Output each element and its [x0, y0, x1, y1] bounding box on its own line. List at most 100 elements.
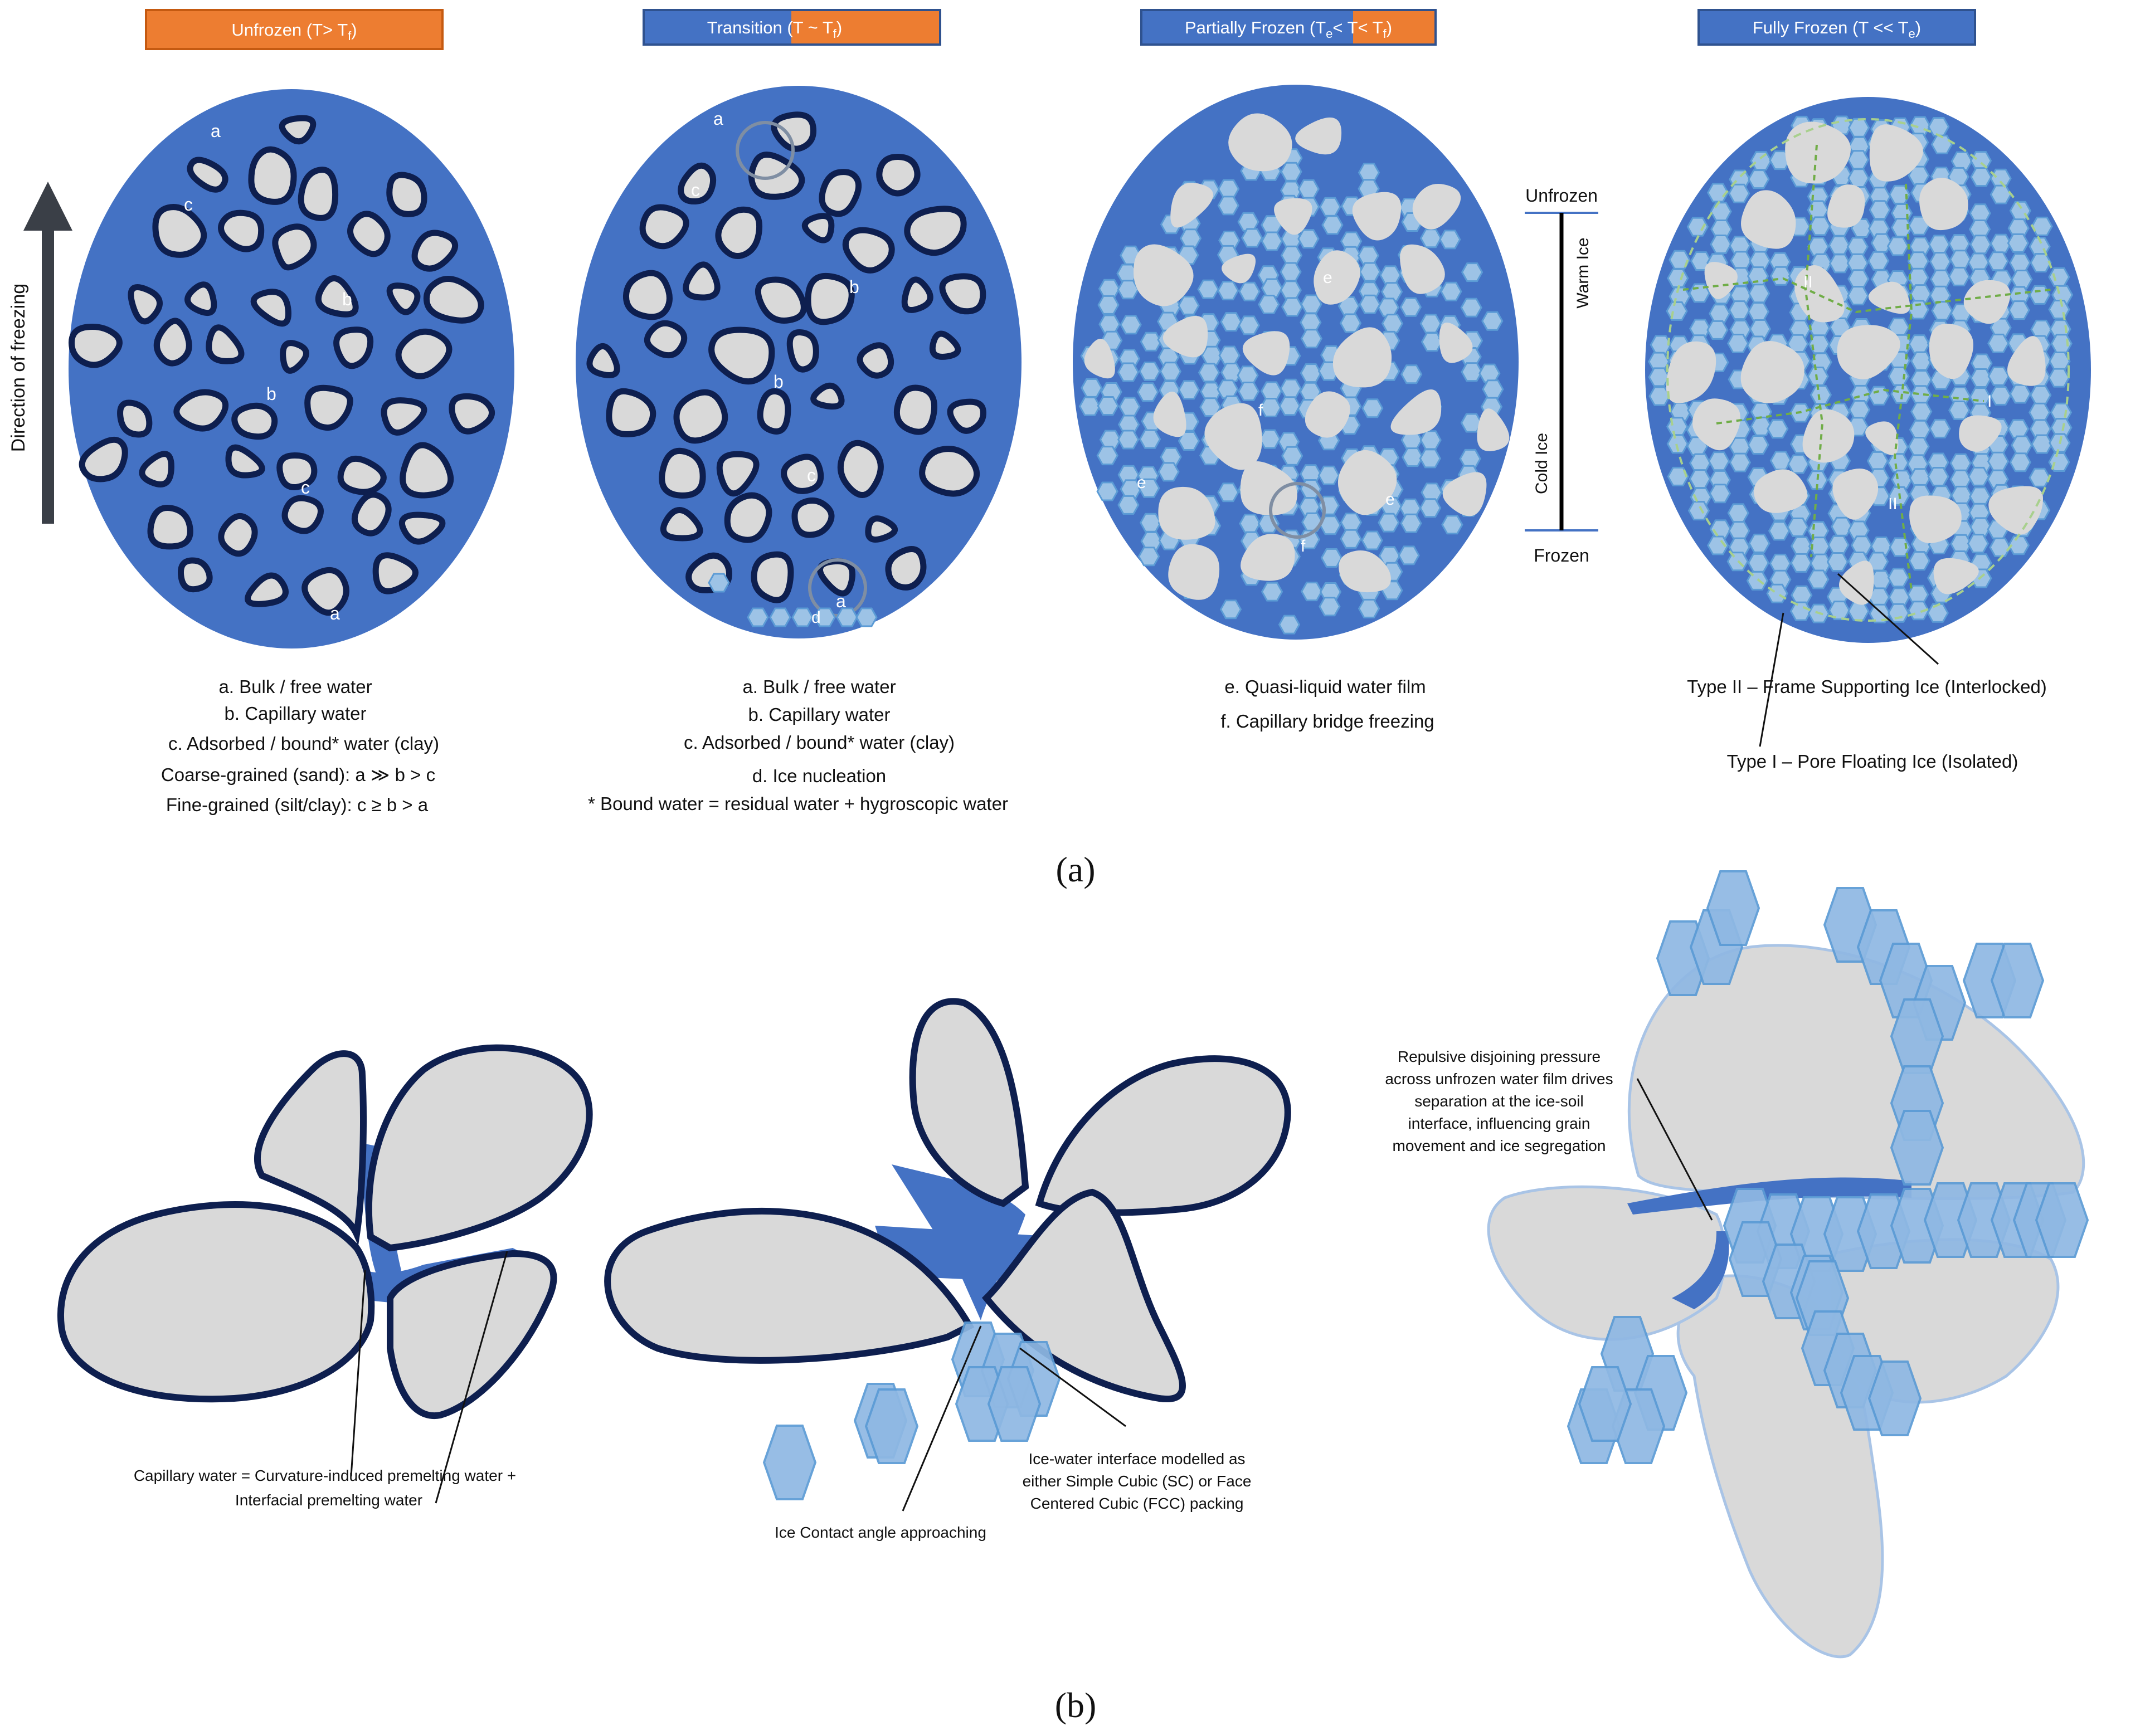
- svg-text:b. Capillary water: b. Capillary water: [748, 704, 891, 725]
- svg-text:a: a: [211, 121, 221, 141]
- svg-text:Type II – Frame Supporting Ice: Type II – Frame Supporting Ice (Interloc…: [1687, 676, 2047, 697]
- legend-partially-frozen: e. Quasi-liquid water film f. Capillary …: [1220, 676, 1434, 732]
- ice-crystal: [1079, 396, 1101, 416]
- soil-grain: [857, 342, 894, 379]
- ice-crystal: [1220, 599, 1242, 620]
- ice-crystal: [1908, 551, 1930, 571]
- ice-crystal: [1867, 451, 1889, 471]
- svg-text:d: d: [811, 608, 821, 627]
- ice-crystal: [1359, 294, 1381, 314]
- ice-crystal: [1096, 446, 1118, 466]
- soil-grain: [1704, 262, 1738, 299]
- soil-grain: [1241, 534, 1295, 581]
- ice-crystal: [1239, 514, 1261, 534]
- soil-grain: [173, 389, 228, 432]
- ice-crystal: [1259, 398, 1282, 417]
- soil-grain: [1692, 398, 1740, 451]
- soil-grain: [919, 446, 980, 497]
- soil-grain: [660, 507, 703, 542]
- soil-grain: [791, 497, 835, 538]
- ice-crystal: [1238, 315, 1260, 335]
- soil-grain: [1153, 391, 1186, 437]
- svg-text:f: f: [1258, 401, 1263, 420]
- ice-crystal: [1851, 535, 1872, 555]
- ice-crystal: [1217, 482, 1239, 503]
- ice-crystal: [1929, 252, 1952, 272]
- soil-grain: [1204, 403, 1262, 470]
- soil-grain: [206, 324, 245, 364]
- ice-crystal: [1747, 553, 1769, 573]
- soil-grain: [1827, 184, 1865, 228]
- ice-crystal: [1280, 378, 1302, 398]
- ice-crystal: [1770, 266, 1792, 286]
- svg-text:b. Capillary water: b. Capillary water: [225, 703, 367, 724]
- svg-text:a: a: [330, 603, 340, 623]
- soil-grain: [1929, 323, 1974, 379]
- ice-crystal: [1948, 266, 1970, 286]
- scale-bottom-label: Frozen: [1534, 545, 1589, 565]
- ice-crystal: [1847, 601, 1870, 621]
- ice-crystal: [1118, 397, 1141, 417]
- ice-crystal: [1807, 367, 1829, 386]
- soil-grain: [929, 330, 961, 360]
- ice-crystal: [1421, 332, 1443, 352]
- ice-crystal: [1730, 251, 1752, 271]
- ice-crystal: [1300, 313, 1322, 333]
- soil-grain: [865, 515, 898, 543]
- ice-crystal: [1097, 295, 1120, 315]
- ice-crystal: [1706, 320, 1729, 340]
- svg-text:b: b: [266, 384, 276, 404]
- soil-grain: [381, 397, 427, 436]
- ice-crystal: [1970, 151, 1992, 170]
- ice-crystal: [1281, 446, 1303, 466]
- ice-crystal: [1729, 452, 1751, 472]
- ice-crystal: [1747, 435, 1769, 455]
- freezing-direction-arrow: Direction of freezing: [8, 182, 72, 524]
- soil-grain: [1439, 322, 1473, 363]
- ice-crystal: [1949, 250, 1972, 270]
- ice-crystal: [1399, 297, 1422, 317]
- soil-grain: [771, 111, 817, 152]
- ice-crystal: [1261, 582, 1283, 602]
- ice-crystal: [1848, 118, 1870, 138]
- ice-frame-network: [1682, 144, 2051, 591]
- ice-crystal: [1361, 398, 1384, 418]
- ice-crystal: [1709, 304, 1731, 324]
- ice-crystal: [2009, 253, 2031, 273]
- ice-crystal: [1081, 378, 1103, 398]
- soil-grain: [1168, 544, 1220, 600]
- ice-crystal: [1666, 301, 1688, 321]
- soil-grain: [177, 557, 213, 593]
- svg-text:* Bound water = residual water: * Bound water = residual water + hygrosc…: [588, 793, 1008, 814]
- soil-grain: [128, 284, 163, 325]
- svg-text:Fully Frozen (T << Te): Fully Frozen (T << Te): [1753, 18, 1921, 41]
- ice-crystal: [1258, 295, 1280, 314]
- soil-grain: [893, 384, 937, 435]
- svg-text:II: II: [1803, 273, 1813, 291]
- ice-crystal: [1728, 183, 1750, 203]
- soil-grain: [337, 455, 387, 495]
- ice-crystal: [1281, 245, 1302, 265]
- ice-crystal: [1300, 329, 1322, 349]
- ice-crystal: [1929, 418, 1951, 438]
- ice-crystal: [1969, 486, 1991, 506]
- ice-crystal: [2029, 467, 2051, 487]
- svg-text:c. Adsorbed / bound* water (cl: c. Adsorbed / bound* water (clay): [684, 732, 955, 753]
- ice-crystal: [1750, 151, 1772, 171]
- ice-crystal: [1137, 382, 1159, 402]
- soil-grain: [1909, 495, 1962, 543]
- soil-grain: [231, 402, 278, 440]
- ice-crystal: [1297, 229, 1320, 249]
- ice-crystal: [1969, 235, 1992, 255]
- grain: [57, 1201, 375, 1403]
- soil-grain: [449, 393, 495, 435]
- svg-text:Partially Frozen (Te< T< Tf): Partially Frozen (Te< T< Tf): [1185, 18, 1392, 41]
- svg-text:II: II: [1888, 495, 1898, 513]
- ice-crystal: [1908, 334, 1930, 354]
- ice-crystal: [1097, 396, 1119, 416]
- ice-crystal: [1180, 228, 1202, 248]
- soil-grain: [876, 154, 921, 197]
- soil-grain: [1240, 461, 1297, 515]
- ice-crystal: [1379, 265, 1402, 285]
